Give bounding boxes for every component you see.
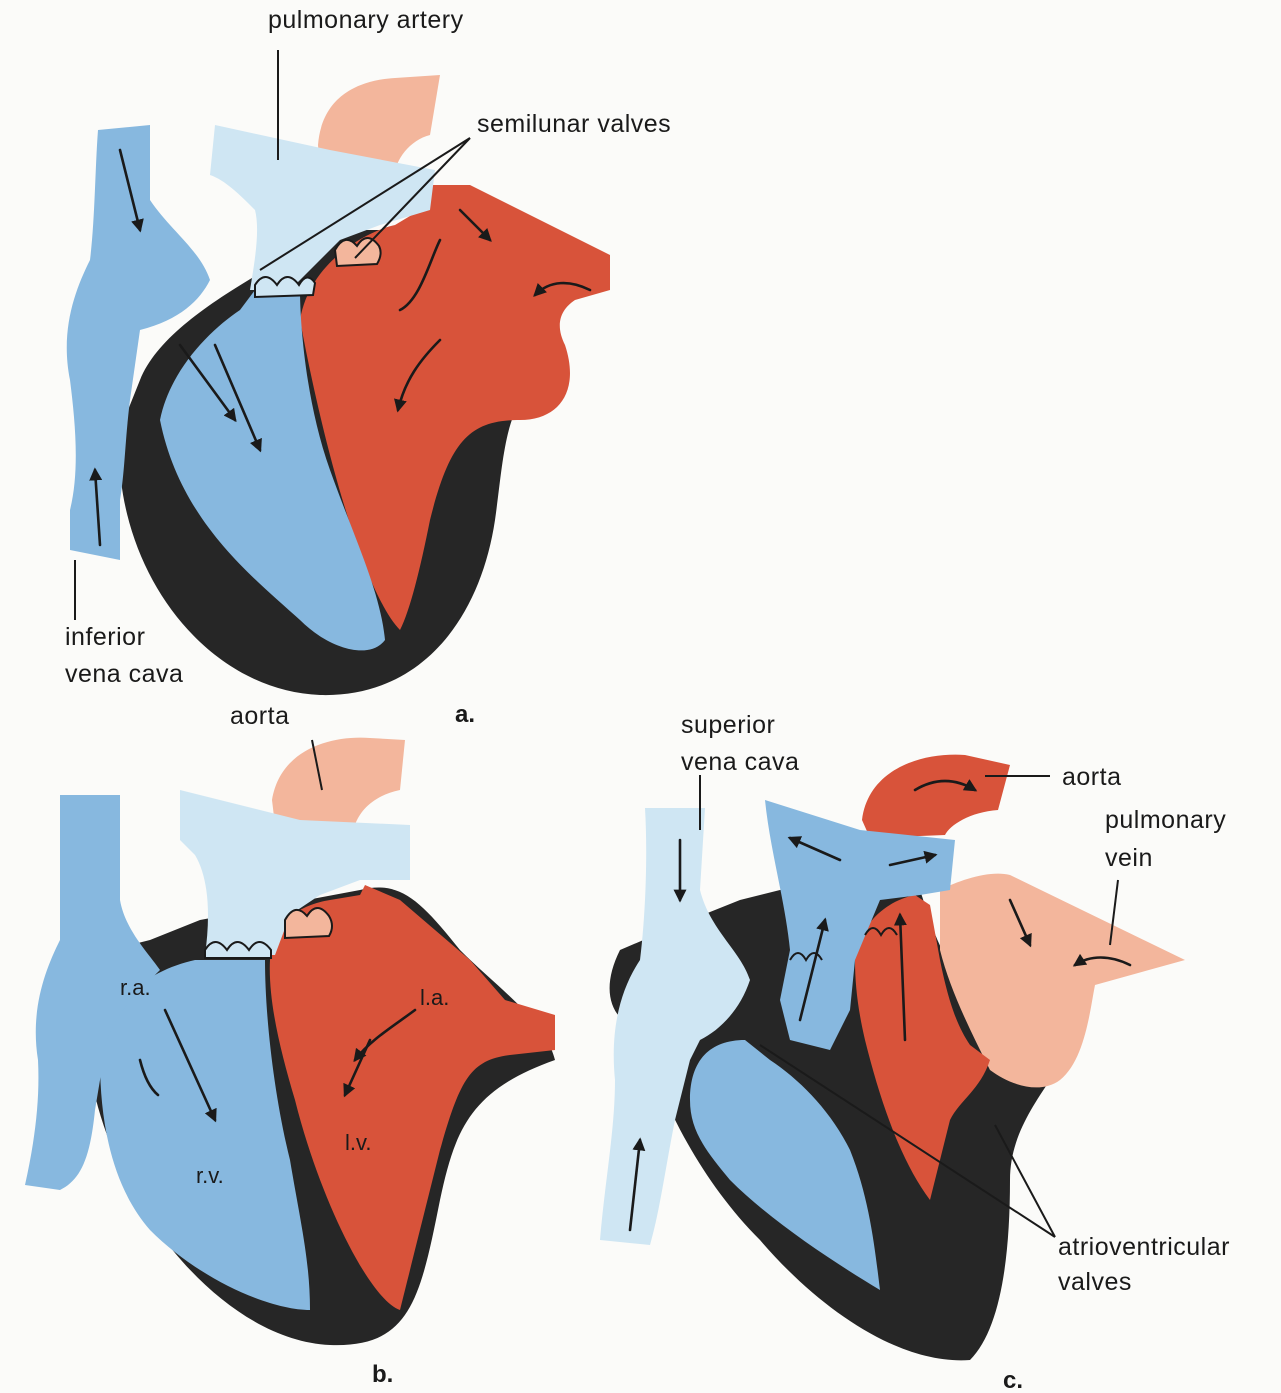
panel-b-aorta-arch — [272, 738, 405, 825]
aorta-label-c: aorta — [1062, 763, 1121, 791]
panel-a-letter: a. — [455, 701, 475, 728]
atrioventricular-valves-label-line1: atrioventricular — [1058, 1233, 1230, 1261]
lv-label: l.v. — [345, 1130, 371, 1155]
aorta-label-b: aorta — [230, 702, 289, 730]
panel-c: superior vena cava aorta pulmonary vein … — [600, 711, 1230, 1393]
panel-c-letter: c. — [1003, 1367, 1023, 1393]
superior-vena-cava-label-line1: superior — [681, 711, 775, 739]
rv-label: r.v. — [196, 1163, 224, 1188]
atrioventricular-valves-label-line2: valves — [1058, 1268, 1132, 1296]
superior-vena-cava-label-line2: vena cava — [681, 748, 799, 776]
pulmonary-vein-label-line1: pulmonary — [1105, 806, 1226, 834]
ra-label: r.a. — [120, 975, 151, 1000]
panel-b-letter: b. — [372, 1361, 393, 1388]
la-label: l.a. — [420, 985, 449, 1010]
pulmonary-vein-label-line2: vein — [1105, 844, 1153, 872]
inferior-vena-cava-label-line2: vena cava — [65, 660, 183, 688]
panel-a: pulmonary artery semilunar valves inferi… — [65, 6, 671, 728]
pulmonary-artery-label: pulmonary artery — [268, 6, 464, 34]
inferior-vena-cava-label-line1: inferior — [65, 623, 145, 651]
semilunar-valves-label: semilunar valves — [477, 110, 671, 138]
panel-c-aorta-arch — [862, 755, 1010, 838]
panel-b: aorta r.a. r.v. l.a. l.v. b. — [25, 702, 555, 1388]
